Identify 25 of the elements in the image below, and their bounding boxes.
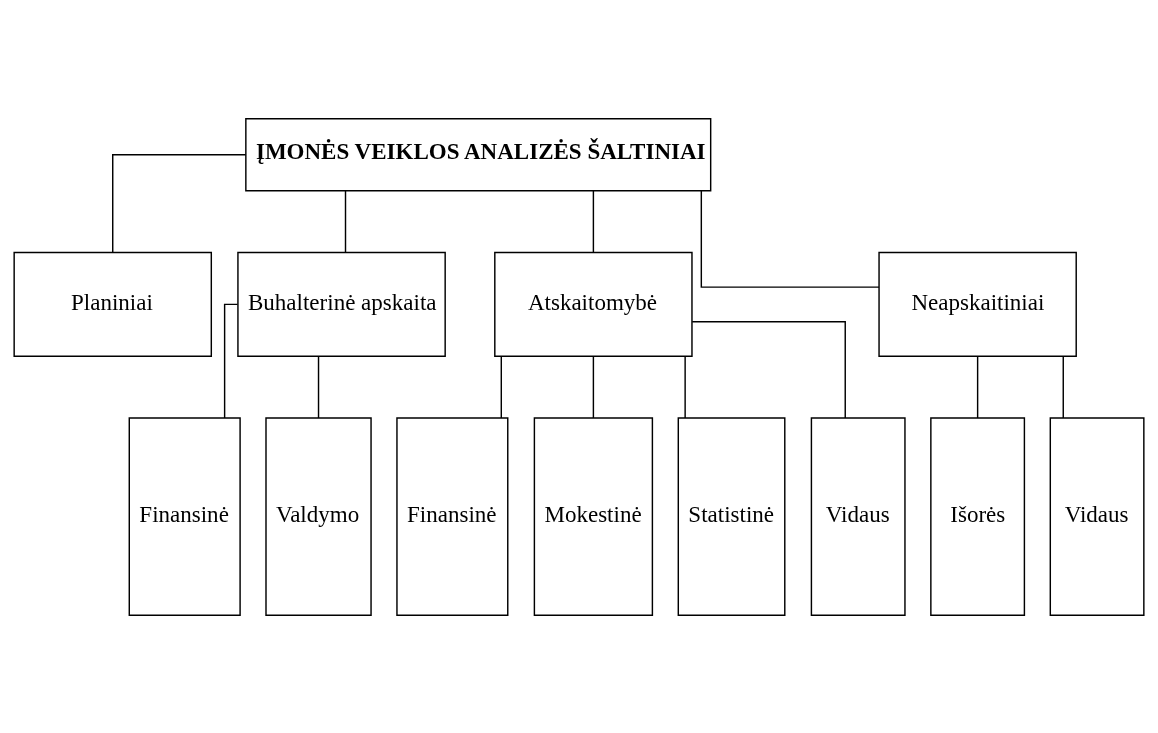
connector: [592, 355, 595, 419]
connector: [317, 355, 320, 419]
node-box: Neapskaitiniai: [878, 251, 1077, 357]
connector: [500, 355, 502, 419]
node-box: Planiniai: [13, 251, 213, 357]
node-box: Vidaus: [810, 416, 906, 616]
node-box: ĮMONĖS VEIKLOS ANALIZĖS ŠALTINIAI: [245, 117, 712, 191]
node-box: Vidaus: [1049, 416, 1145, 616]
node-box: Atskaitomybė: [494, 251, 693, 357]
node-box: Buhalterinė apskaita: [237, 251, 446, 357]
connector: [592, 189, 595, 253]
connector: [684, 355, 686, 419]
node-box: Finansinė: [128, 416, 241, 616]
connector: [1062, 355, 1064, 419]
connector: [976, 355, 979, 419]
node-box: Statistinė: [677, 416, 786, 616]
connector: [344, 189, 347, 253]
connector: [223, 303, 239, 419]
node-box: Finansinė: [396, 416, 509, 616]
connector: [112, 153, 247, 253]
node-box: Išorės: [930, 416, 1026, 616]
connector: [691, 320, 846, 419]
connector: [700, 189, 880, 288]
node-box: Mokestinė: [533, 416, 654, 616]
node-box: Valdymo: [265, 416, 372, 616]
